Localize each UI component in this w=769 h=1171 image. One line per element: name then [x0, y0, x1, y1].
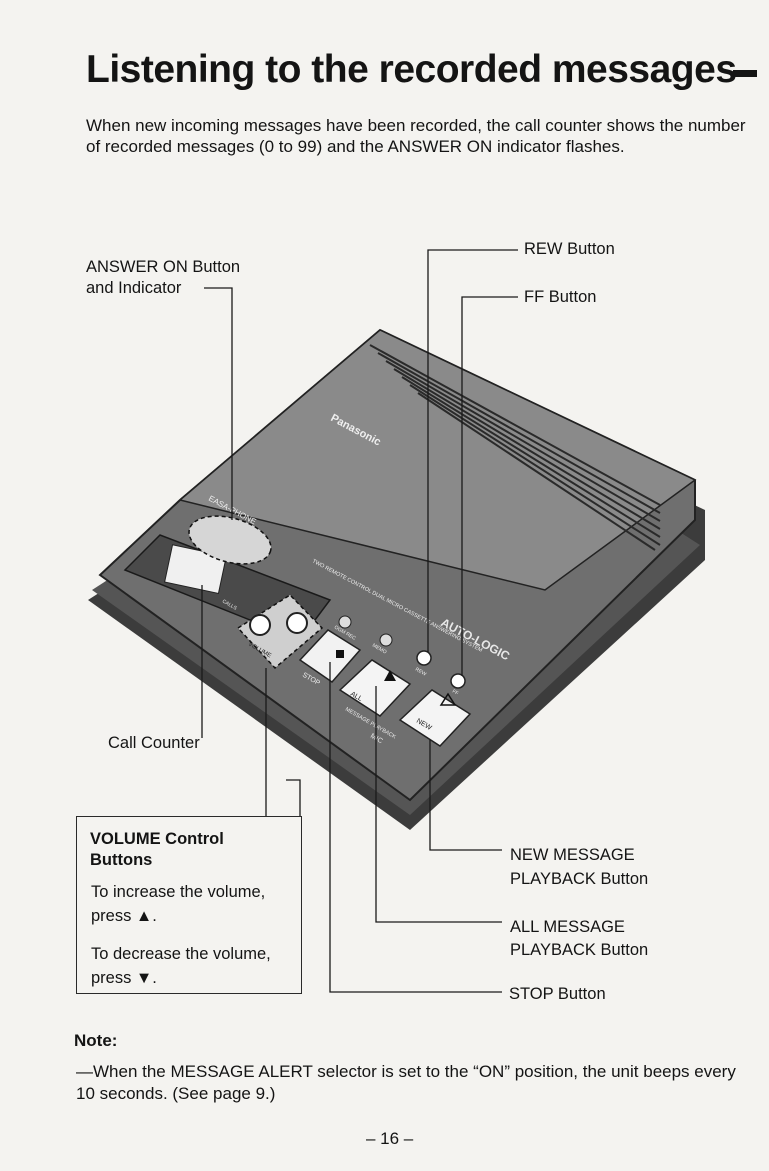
volume-control-box: VOLUME Control Buttons To increase the v…	[76, 816, 302, 994]
rew-label: REW Button	[524, 240, 615, 258]
ff-device-label: FF	[451, 689, 459, 697]
page-title: Listening to the recorded messages	[86, 48, 737, 91]
note-text: —When the MESSAGE ALERT selector is set …	[76, 1062, 736, 1103]
stop-label: STOP Button	[509, 985, 606, 1003]
volume-box-heading: VOLUME Control Buttons	[90, 830, 224, 869]
rew-device-label: REW	[414, 667, 427, 678]
answer-on-label-line1: ANSWER ON Button	[86, 258, 241, 276]
volume-decrease-text: To decrease the volume, press ▼.	[91, 945, 271, 987]
new-playback-label-line2: PLAYBACK Button	[510, 870, 649, 888]
ff-label: FF Button	[524, 288, 597, 306]
all-playback-label-line2: PLAYBACK Button	[510, 941, 649, 959]
title-dash	[733, 70, 757, 77]
new-playback-label-line1: NEW MESSAGE	[510, 846, 635, 864]
leader-lines	[201, 249, 518, 993]
page-number: – 16 –	[366, 1129, 414, 1148]
intro-paragraph: When new incoming messages have been rec…	[86, 116, 746, 156]
call-counter-label: Call Counter	[108, 734, 200, 752]
note-heading: Note:	[74, 1031, 118, 1050]
all-playback-label-line1: ALL MESSAGE	[510, 918, 625, 936]
volume-increase-text: To increase the volume, press ▲.	[91, 883, 266, 925]
answer-on-label-line2: and Indicator	[86, 279, 182, 297]
